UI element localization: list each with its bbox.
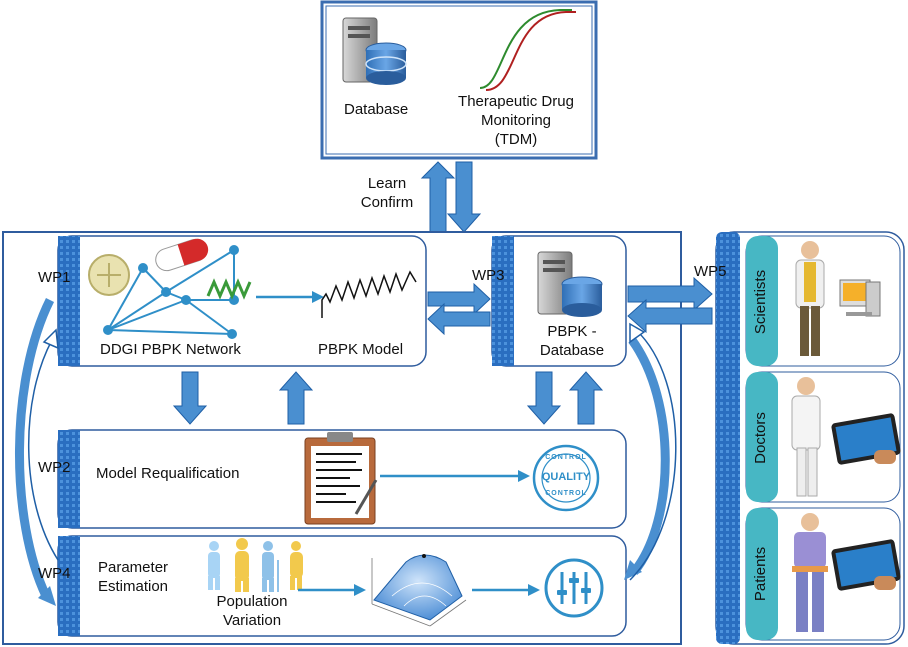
wp4-box — [57, 535, 627, 637]
wp3-wp2-arrows — [526, 371, 604, 425]
right-curved-arrows — [624, 322, 677, 581]
doctor-figure-icon — [791, 377, 821, 497]
sliders-icon — [544, 558, 604, 618]
clipboard-icon — [304, 432, 378, 525]
doctors-card — [745, 371, 901, 503]
stamp-bottom-text: CONTROL — [545, 490, 587, 497]
ddgi-network-icon — [88, 238, 252, 339]
parameter-estimation-label: Parameter Estimation — [98, 558, 168, 596]
pbpk-database-server-icon — [537, 251, 603, 317]
wp4-label: WP4 — [38, 565, 71, 582]
pbpk-database-line-2: Database — [539, 342, 605, 359]
tdm-line-2: Monitoring — [480, 112, 552, 129]
model-requalification-label: Model Requalification — [96, 465, 240, 482]
pbpk-database-line-1: PBPK - — [547, 323, 597, 340]
patients-label: Patients — [752, 546, 769, 602]
learn-confirm-label: Learn Confirm — [354, 174, 420, 212]
population-to-surface-arrow — [298, 584, 366, 596]
tdm-line-1: Therapeutic Drug — [458, 93, 574, 110]
wp1-label: WP1 — [38, 269, 71, 286]
learn-confirm-arrows — [420, 161, 482, 233]
scientists-label: Scientists — [752, 269, 769, 335]
population-people-icon — [208, 538, 303, 592]
surface-to-sliders-arrow — [472, 584, 540, 596]
scientist-figure-icon — [795, 241, 825, 356]
computer-icon — [839, 279, 881, 317]
parameter-line-2: Estimation — [98, 578, 169, 595]
parameter-line-1: Parameter — [98, 559, 169, 576]
stamp-mid-text: QUALITY — [541, 471, 591, 483]
population-variation-label: Population Variation — [200, 592, 304, 630]
main-frame — [2, 231, 682, 645]
patient-figure-icon — [792, 513, 828, 632]
stamp-top-text: CONTROL — [545, 454, 587, 461]
left-curved-arrows — [15, 297, 59, 606]
confirm-label: Confirm — [360, 194, 414, 211]
wp1-wp2-arrows — [172, 371, 314, 425]
doctors-label: Doctors — [752, 412, 769, 464]
quality-control-stamp-icon — [532, 444, 600, 512]
learn-label: Learn — [367, 175, 407, 192]
database-server-icon — [342, 17, 407, 85]
wp2-label: WP2 — [38, 459, 71, 476]
database-label: Database — [344, 101, 409, 118]
patient-tablet-icon — [831, 539, 901, 591]
pbpk-model-label: PBPK Model — [318, 341, 404, 358]
population-line-2: Variation — [222, 612, 282, 629]
doctor-tablet-icon — [831, 413, 901, 465]
network-to-model-arrow — [256, 291, 324, 303]
wp1-box — [57, 235, 427, 367]
clipboard-to-quality-arrow — [380, 470, 530, 482]
pbpk-database-label: PBPK - Database — [520, 322, 624, 360]
parameter-surface-plot-icon — [371, 554, 467, 627]
pbpk-model-curve-icon — [321, 270, 417, 318]
wp1-wp3-arrows — [427, 282, 491, 336]
tdm-curve-icon — [479, 9, 576, 91]
population-line-1: Population — [216, 593, 288, 610]
tdm-line-3: (TDM) — [494, 131, 538, 148]
wp3-label: WP3 — [472, 267, 505, 284]
wp5-label: WP5 — [694, 263, 727, 280]
ddgi-network-label: DDGI PBPK Network — [100, 341, 241, 358]
tdm-label: Therapeutic Drug Monitoring (TDM) — [444, 92, 588, 149]
wp3-wp5-arrows — [627, 276, 713, 334]
